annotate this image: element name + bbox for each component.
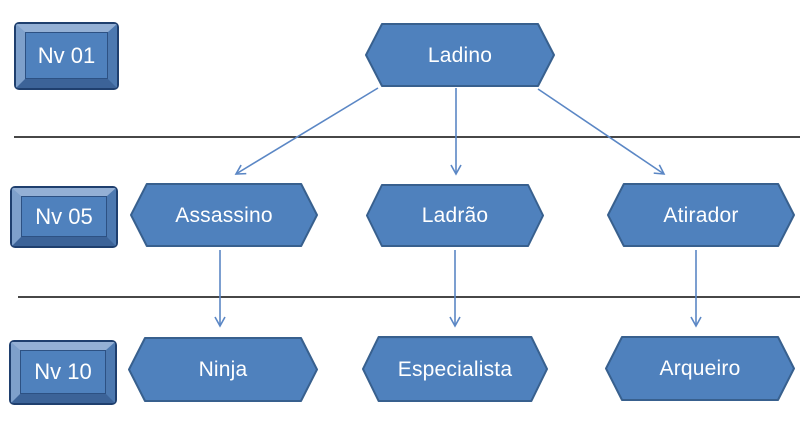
level-badge-bevel: Nv 01 [16, 24, 117, 88]
edge-ladino-atirador [537, 88, 666, 175]
level-badge-label: Nv 10 [34, 359, 92, 384]
level-badge-face: Nv 10 [20, 350, 106, 394]
node-assassino: Assassino [130, 183, 318, 247]
node-label: Ninja [198, 358, 248, 381]
hexagon-shape [365, 23, 555, 87]
node-arqueiro: Arqueiro [605, 336, 795, 401]
hexagon-shape [607, 183, 795, 247]
hexagon-shape [362, 336, 548, 402]
level-badge-bevel: Nv 10 [11, 342, 115, 403]
hexagon-shape [130, 183, 318, 247]
node-label: Arqueiro [659, 357, 741, 380]
level-badge-label: Nv 05 [35, 203, 93, 229]
node-label: Especialista [397, 357, 513, 381]
node-especialista: Especialista [362, 336, 548, 402]
edge-ladino-assassino [234, 87, 379, 175]
hexagon-shape [128, 337, 318, 402]
hexagon-shape [605, 336, 795, 401]
level-badge-bevel: Nv 05 [12, 188, 116, 246]
node-label: Ladino [427, 43, 493, 67]
level-badge-face: Nv 01 [25, 32, 108, 79]
level-badge-face: Nv 05 [21, 196, 107, 237]
level-badge-nv-10: Nv 10 [9, 340, 117, 405]
node-ladino: Ladino [365, 23, 555, 87]
node-ninja: Ninja [128, 337, 318, 402]
node-label: Assassino [175, 203, 273, 227]
level-badge-nv-05: Nv 05 [10, 186, 118, 248]
node-ladrao: Ladrão [366, 184, 544, 247]
level-badge-nv-01: Nv 01 [14, 22, 119, 90]
level-badge-label: Nv 01 [37, 42, 96, 68]
node-atirador: Atirador [607, 183, 795, 247]
hexagon-shape [366, 184, 544, 247]
node-label: Atirador [663, 203, 739, 227]
node-label: Ladrão [421, 204, 489, 227]
